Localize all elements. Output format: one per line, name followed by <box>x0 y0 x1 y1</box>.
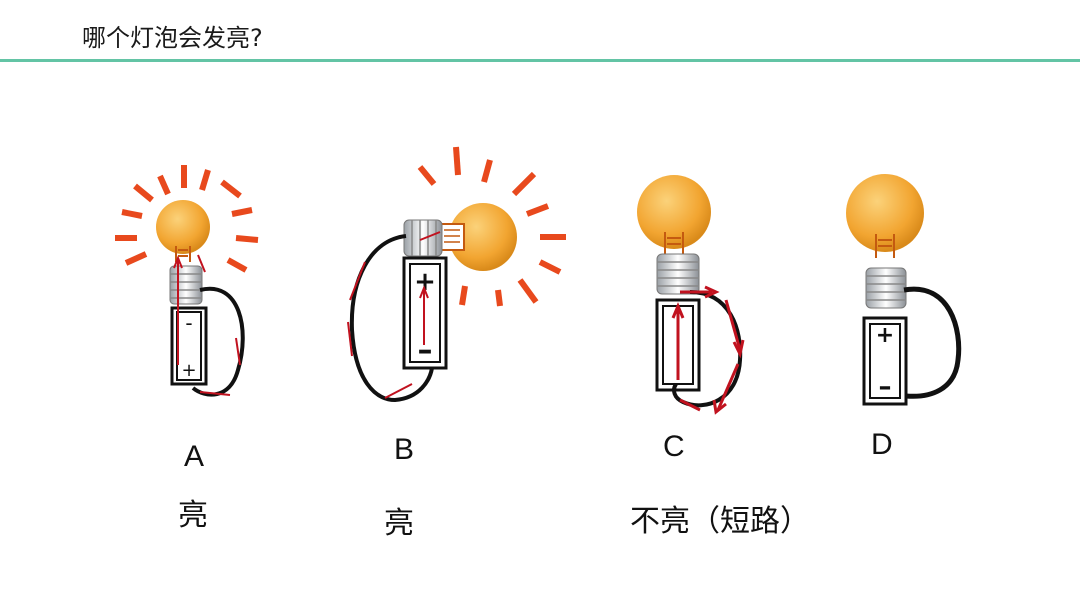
wire-d <box>903 286 962 399</box>
light-rays-b <box>417 146 566 307</box>
option-label-a: A <box>184 440 205 473</box>
bulb-d <box>846 174 924 252</box>
svg-text:+: + <box>181 360 196 381</box>
circuit-b: + – <box>347 146 566 403</box>
option-result-b: 亮 <box>384 506 414 541</box>
bulb-c <box>637 175 711 249</box>
option-label-c: C <box>663 430 685 463</box>
svg-text:–: – <box>418 333 433 368</box>
bulb-a <box>156 200 210 254</box>
bulb-b <box>449 203 517 271</box>
option-label-b: B <box>394 433 415 466</box>
option-result-a: 亮 <box>178 498 208 533</box>
option-label-d: D <box>871 428 893 461</box>
title-divider <box>0 59 1080 62</box>
option-result-c: 不亮（短路） <box>630 504 810 539</box>
current-arrows-c <box>671 285 745 415</box>
current-arrows-a <box>173 254 241 396</box>
circuit-d: + – <box>846 174 962 406</box>
svg-text:–: – <box>879 372 892 402</box>
circuit-a: - + <box>115 165 259 397</box>
svg-text:+: + <box>414 267 436 297</box>
bulb-socket-d <box>865 267 907 309</box>
slide-title: 哪个灯泡会发亮? <box>82 24 263 52</box>
circuit-c <box>637 175 745 415</box>
light-rays-a <box>115 165 259 273</box>
svg-text:+: + <box>876 323 894 348</box>
svg-text:-: - <box>185 311 192 335</box>
current-arrows-b <box>347 231 441 399</box>
wire-b <box>349 234 434 403</box>
bulb-socket-c <box>656 253 700 295</box>
